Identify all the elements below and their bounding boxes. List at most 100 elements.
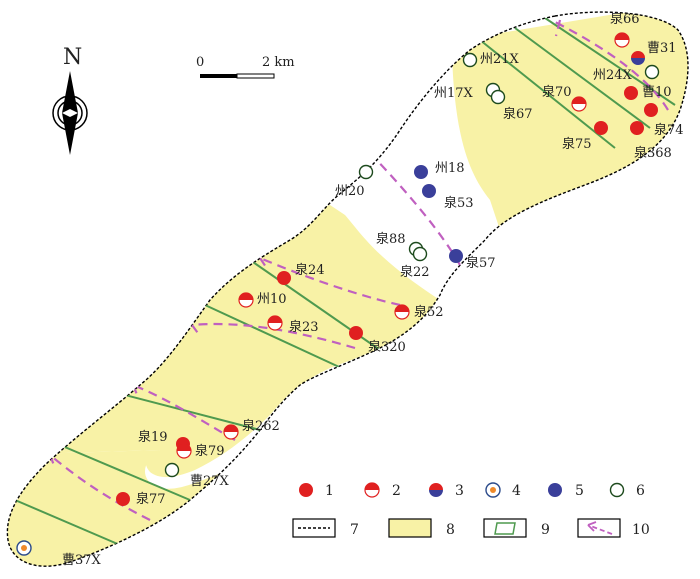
well-label: 曹27X <box>190 474 230 489</box>
well-marker[interactable] <box>449 249 463 263</box>
flow-arrow <box>371 154 461 266</box>
well-labels: 泉66 曹31 州24X 曹10 泉74 泉368 泉75 泉70 州21X 州… <box>62 11 684 568</box>
legend-label: 5 <box>575 483 584 499</box>
well-label: 曹31 <box>647 41 677 56</box>
green-line <box>479 39 616 149</box>
well-marker[interactable] <box>644 64 660 80</box>
flow-arrow <box>554 21 669 111</box>
well-label: 泉79 <box>195 443 225 459</box>
legend-label: 1 <box>325 483 334 499</box>
well-label: 州20 <box>335 184 365 199</box>
well-label: 曹37X <box>62 553 102 568</box>
well-marker[interactable] <box>277 271 291 285</box>
well-marker[interactable] <box>238 292 254 308</box>
legend-symbol-5 <box>548 483 562 497</box>
well-marker[interactable] <box>176 443 192 459</box>
legend-symbol-10 <box>577 518 621 538</box>
legend-label: 4 <box>512 483 521 499</box>
well-label: 泉57 <box>466 255 496 271</box>
well-marker[interactable] <box>223 424 239 440</box>
flow-arrow <box>259 257 269 271</box>
well-marker[interactable] <box>349 326 363 340</box>
well-label: 州18 <box>435 161 465 176</box>
green-line <box>124 394 261 431</box>
legend-symbol-3 <box>429 483 443 490</box>
north-needle <box>62 71 78 113</box>
flow-arrow <box>369 153 385 160</box>
well-label: 州21X <box>480 52 520 67</box>
legend-symbol-6 <box>609 482 625 498</box>
well-marker[interactable] <box>394 304 410 320</box>
north-label: N <box>63 45 82 70</box>
well-label: 泉52 <box>414 304 444 320</box>
wells <box>16 32 660 556</box>
well-marker[interactable] <box>490 89 506 105</box>
well-marker[interactable] <box>358 164 374 180</box>
well-label: 泉53 <box>444 195 474 211</box>
well-label: 曹10 <box>642 85 672 100</box>
well-label: 泉262 <box>242 418 280 434</box>
well-label: 泉70 <box>542 84 572 100</box>
north-arrow: N <box>52 45 88 155</box>
well-marker[interactable] <box>414 165 428 179</box>
legend-symbol-8 <box>388 518 432 538</box>
well-label: 泉75 <box>562 136 592 152</box>
well-marker[interactable] <box>614 32 630 48</box>
well-label: 泉23 <box>289 319 319 335</box>
flow-arrows <box>48 19 669 521</box>
well-marker[interactable] <box>412 246 428 262</box>
legend-label: 7 <box>350 522 359 538</box>
green-line <box>14 499 121 546</box>
well-label: 泉320 <box>368 339 406 355</box>
well-label: 泉19 <box>138 429 168 445</box>
green-line <box>204 304 351 373</box>
legend-label: 10 <box>632 522 650 538</box>
well-label: 泉368 <box>634 145 672 161</box>
well-marker[interactable] <box>267 315 283 331</box>
well-label: 泉88 <box>376 231 406 247</box>
well-marker[interactable] <box>116 492 130 506</box>
well-marker[interactable] <box>164 462 180 478</box>
well-label: 泉66 <box>610 11 640 27</box>
yellow-zone-northeast <box>452 12 688 230</box>
well-marker[interactable] <box>571 96 587 112</box>
well-label: 泉24 <box>295 262 325 278</box>
well-marker[interactable] <box>594 121 608 135</box>
well-label: 泉77 <box>136 491 166 507</box>
flow-arrow <box>49 454 151 521</box>
legend: 1 2 3 4 5 6 7 8 9 10 <box>292 482 650 538</box>
yellow-zone-southwest <box>7 205 460 477</box>
well-marker[interactable] <box>16 540 32 556</box>
green-lines <box>14 17 676 546</box>
scale-bar: 0 2 km <box>196 55 295 79</box>
legend-label: 2 <box>392 483 401 499</box>
reservoir-boundary <box>6 11 689 567</box>
well-label: 州10 <box>257 292 287 307</box>
green-line <box>514 27 651 129</box>
legend-symbol-1 <box>299 483 313 497</box>
legend-label: 9 <box>541 522 550 538</box>
south-needle <box>62 113 78 155</box>
well-marker[interactable] <box>644 103 658 117</box>
legend-label: 3 <box>455 483 464 499</box>
well-marker[interactable] <box>422 184 436 198</box>
green-line <box>59 444 191 501</box>
well-label: 泉67 <box>503 106 533 122</box>
flow-arrow <box>259 256 401 307</box>
well-label: 泉74 <box>654 122 684 138</box>
well-marker[interactable] <box>631 51 645 65</box>
scale-end: 2 km <box>262 55 295 70</box>
well-label: 泉22 <box>400 264 430 280</box>
flow-arrow <box>554 19 562 37</box>
well-label: 州24X <box>593 68 633 83</box>
well-marker[interactable] <box>624 86 638 100</box>
well-marker[interactable] <box>630 121 644 135</box>
flow-arrow <box>191 324 201 337</box>
well-marker[interactable] <box>462 52 478 68</box>
scale-start: 0 <box>196 55 204 70</box>
green-line <box>544 17 676 106</box>
legend-label: 8 <box>446 522 455 538</box>
well-label: 州17X <box>434 86 474 101</box>
legend-label: 6 <box>636 483 645 499</box>
